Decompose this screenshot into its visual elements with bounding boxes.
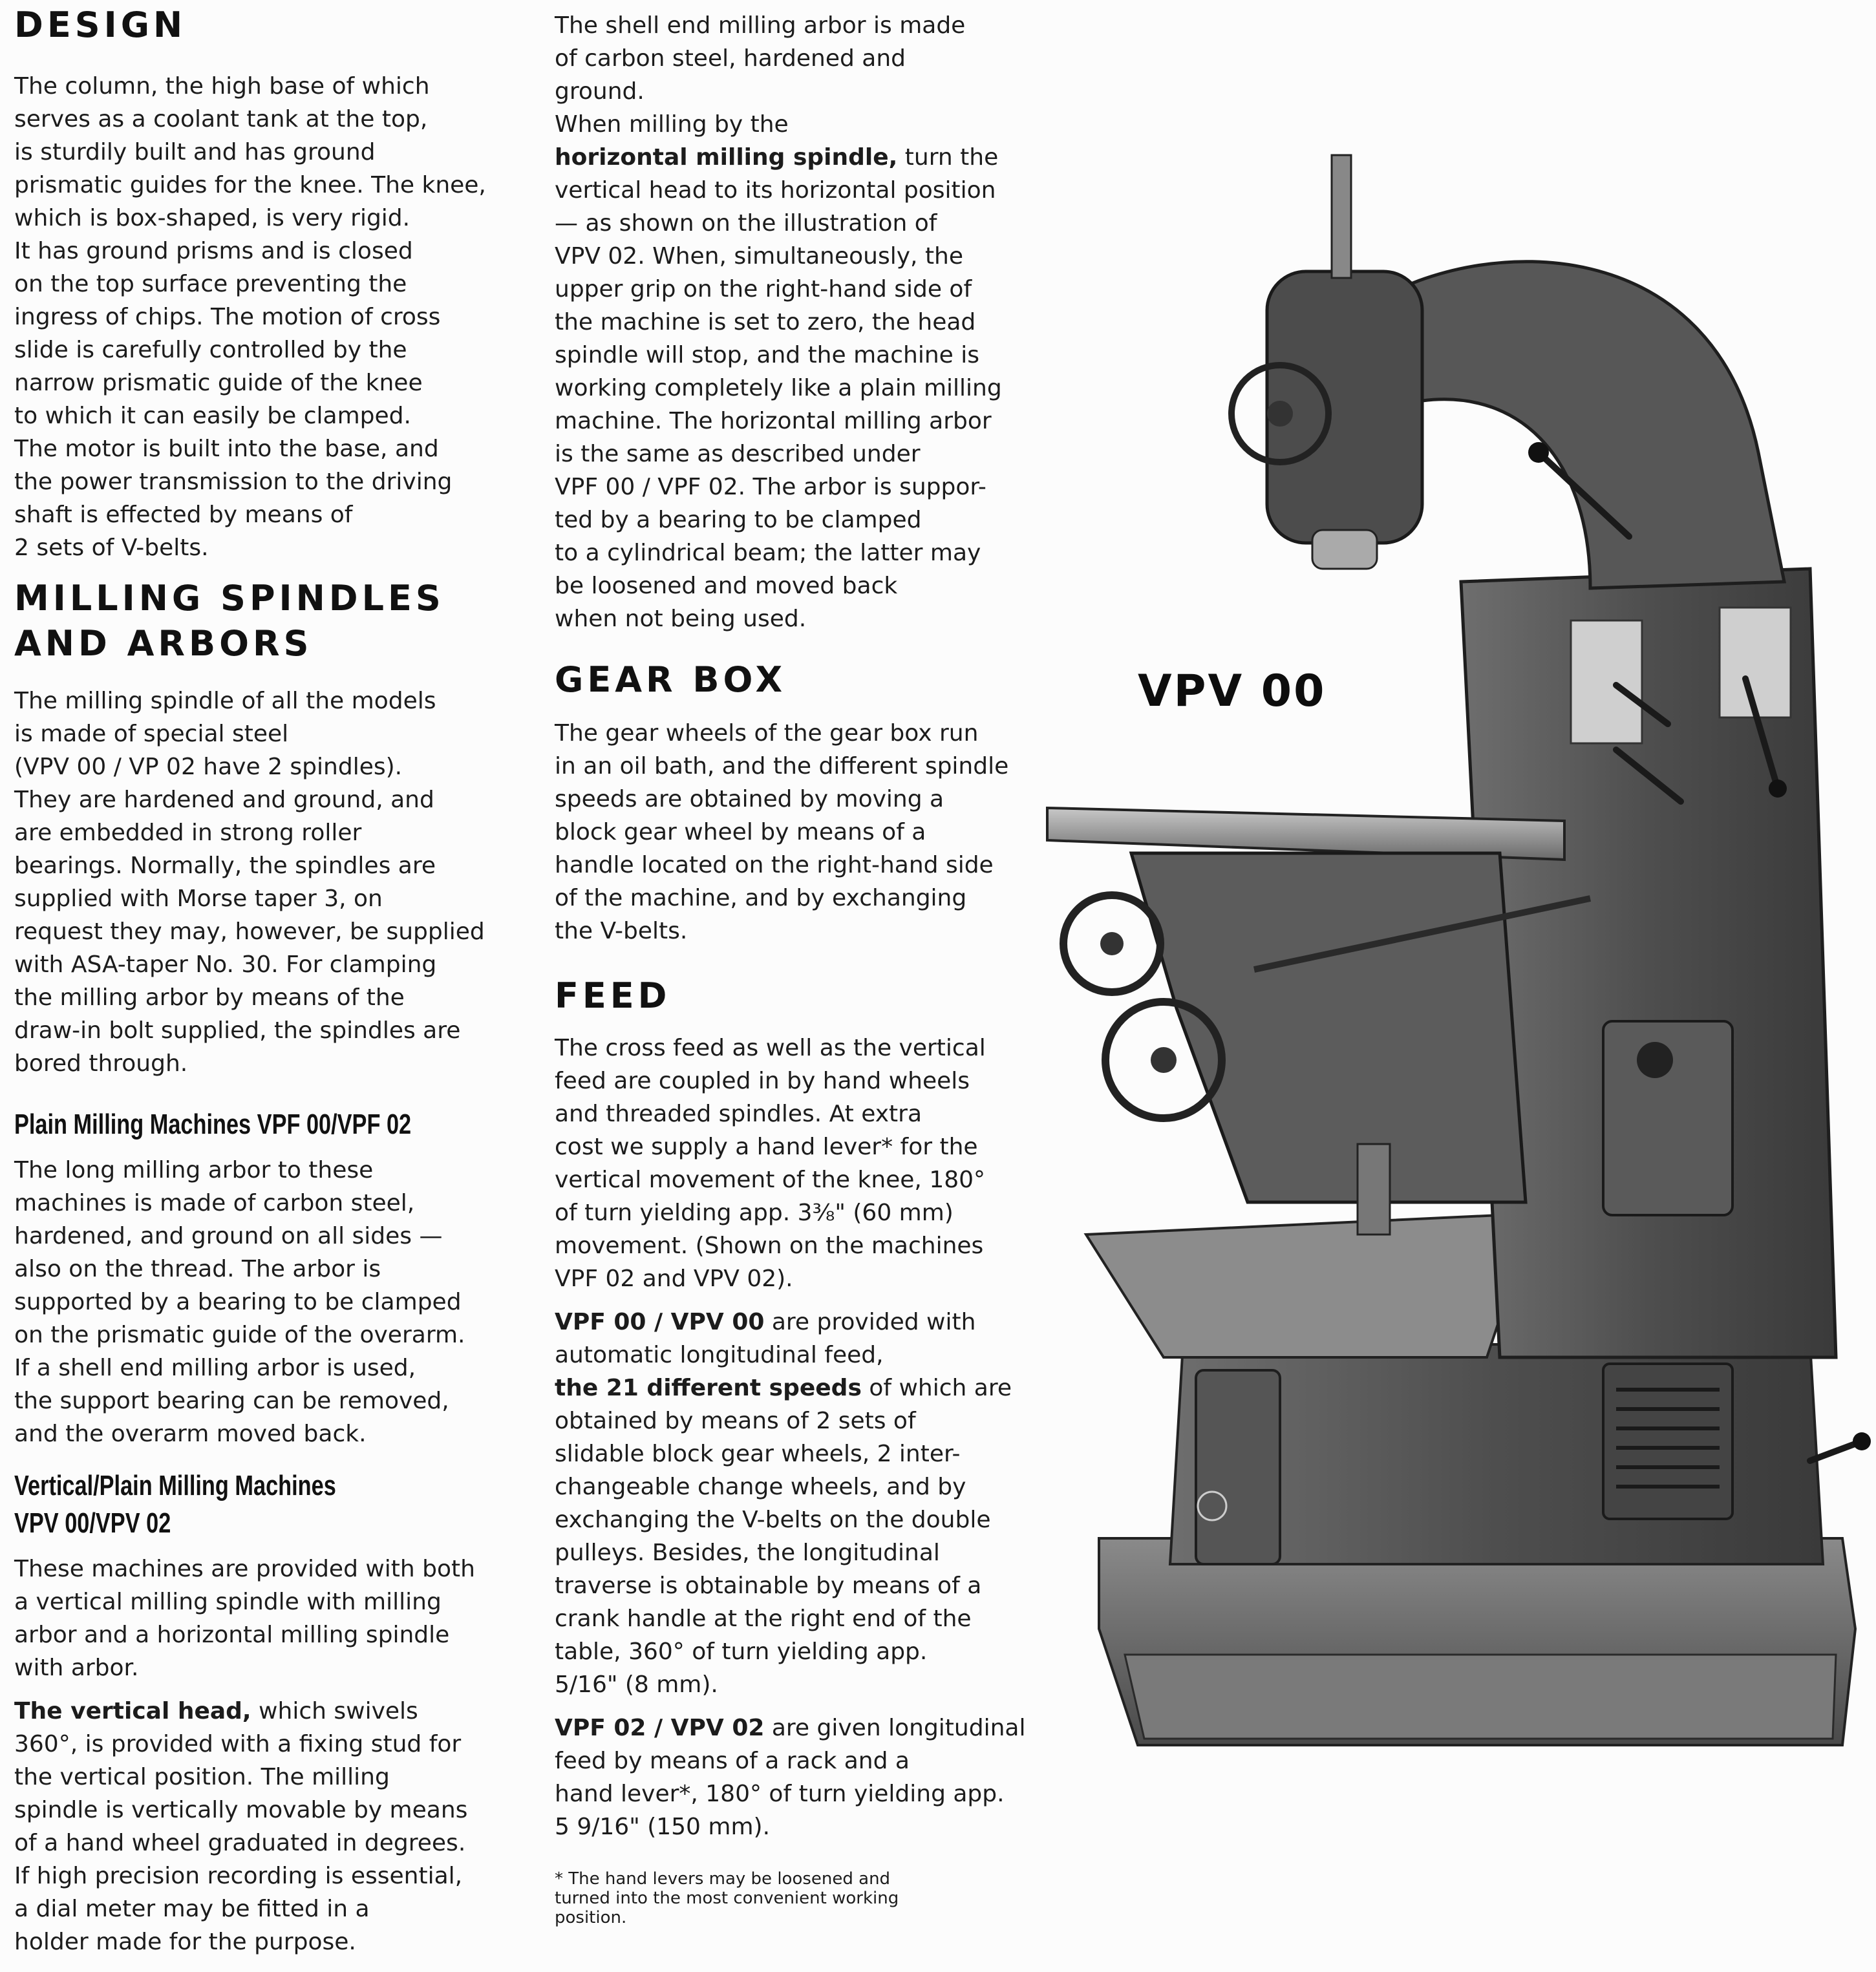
column-levers [1535, 449, 1781, 805]
vpf00-bold: VPF 00 / VPV 00 [555, 1309, 765, 1335]
horizontal-spindle-text: horizontal milling spindle, turn the ver… [555, 141, 1065, 635]
machine-knee [1129, 851, 1528, 1204]
feed-heading: FEED [555, 975, 671, 1016]
vpf02-bold: VPF 02 / VPV 02 [555, 1715, 765, 1741]
gearbox-text: The gear wheels of the gear box run in a… [555, 720, 1009, 944]
door-logo-icon [1197, 1490, 1228, 1521]
vent-panel [1602, 1362, 1734, 1520]
machine-table [1046, 806, 1566, 862]
design-text: The column, the high base of which serve… [14, 73, 486, 561]
vpf00-text: VPF 00 / VPV 00 are provided with automa… [555, 1306, 1065, 1701]
spindles-heading-line1: MILLING SPINDLES [14, 578, 445, 619]
column-info-plate [1718, 606, 1792, 719]
vertical-head-bold: The vertical head, [14, 1698, 251, 1724]
vent-slats [1616, 1388, 1720, 1489]
model-label: VPV 00 [1138, 666, 1327, 717]
figure-area: VPV 00 [1034, 0, 1876, 1972]
switch-knob-icon [1637, 1042, 1673, 1078]
machine-overarm [1368, 260, 1787, 590]
left-column: DESIGN The column, the high base of whic… [14, 0, 531, 1958]
vertical-feed-handwheel-icon [1102, 998, 1226, 1122]
vertical-machines-heading-line2: VPV 00/VPV 02 [14, 1507, 171, 1539]
vpf02-text: VPF 02 / VPV 02 are given longitudinal f… [555, 1712, 1065, 1843]
electrical-panel [1602, 1020, 1734, 1216]
column-nameplate [1570, 619, 1643, 745]
head-spindle-nose [1311, 529, 1378, 570]
knee-elevating-screw [1356, 1143, 1391, 1236]
shell-arbor-text: The shell end milling arbor is made of c… [555, 12, 966, 138]
plain-machines-heading: Plain Milling Machines VPF 00/VPF 02 [14, 1108, 412, 1140]
horizontal-spindle-body: turn the vertical head to its horizontal… [555, 144, 1002, 632]
head-handwheel-icon [1228, 362, 1332, 465]
gearbox-heading: GEAR BOX [555, 659, 787, 700]
base-crank [1807, 1438, 1865, 1464]
spindles-heading-line2: AND ARBORS [14, 623, 313, 664]
feed-text: The cross feed as well as the vertical f… [555, 1035, 986, 1292]
vertical-machines-heading-line1: Vertical/Plain Milling Machines [14, 1470, 336, 1501]
feed-rod [1253, 895, 1592, 973]
pedestal-door [1195, 1369, 1281, 1565]
lever-knob-icon [1528, 442, 1549, 463]
spindles-text: The milling spindle of all the models is… [14, 688, 485, 1077]
vertical-head-text: The vertical head, which swivels 360°, i… [14, 1695, 531, 1958]
speeds-bold: the 21 different speeds [555, 1375, 862, 1401]
cross-feed-handwheel-icon [1060, 891, 1164, 996]
vertical-machines-text: These machines are provided with both a … [14, 1556, 475, 1681]
design-heading: DESIGN [14, 5, 187, 45]
footnote: * The hand levers may be loosened and tu… [555, 1869, 899, 1927]
coolant-tray [1083, 1213, 1528, 1359]
machine-base-lip [1124, 1653, 1837, 1740]
vpf00-body1: are provided with automatic longitudinal… [555, 1309, 976, 1368]
drawbar-stub [1330, 154, 1352, 279]
horizontal-spindle-bold: horizontal milling spindle, [555, 144, 898, 171]
milling-machine-illustration [1046, 154, 1871, 1746]
middle-column: The shell end milling arbor is made of c… [555, 0, 1065, 1927]
vpf00-body2: of which are obtained by means of 2 sets… [555, 1375, 1012, 1698]
plain-machines-text: The long milling arbor to these machines… [14, 1157, 465, 1447]
vertical-head-body: which swivels 360°, is provided with a f… [14, 1698, 468, 1955]
vpf02-body: are given longitudinal feed by means of … [555, 1715, 1026, 1840]
